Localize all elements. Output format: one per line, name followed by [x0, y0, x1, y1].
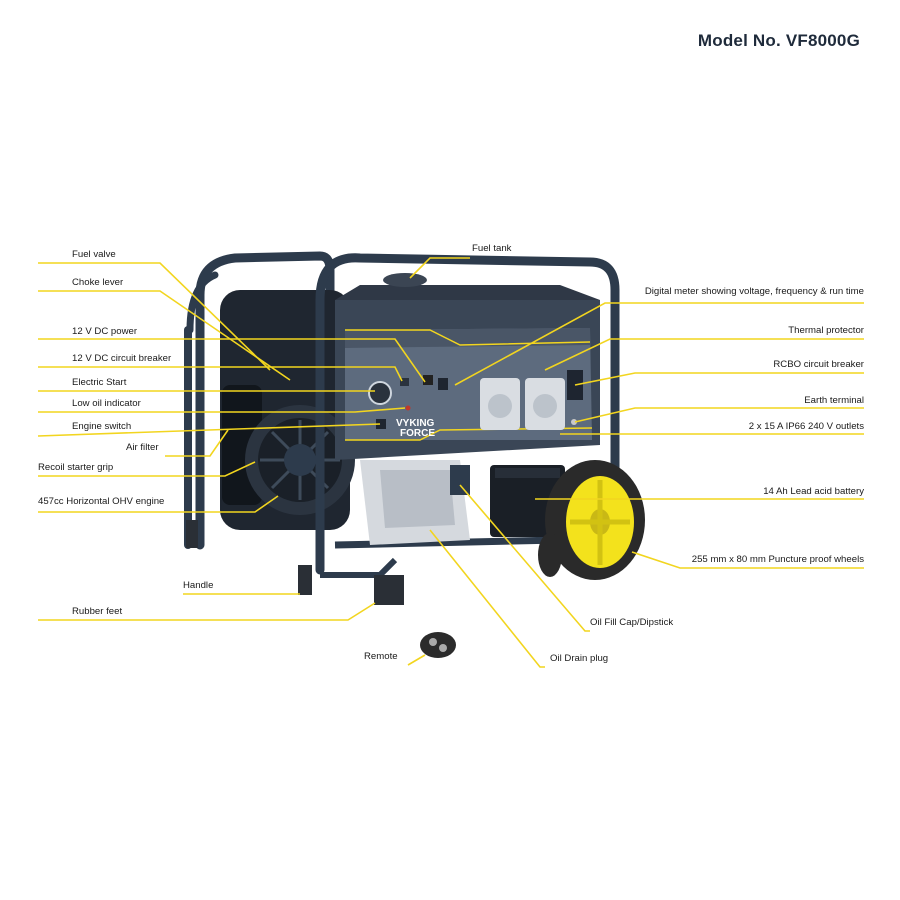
label-fuel-tank: Fuel tank	[472, 243, 512, 254]
label-thermal-protector: Thermal protector	[788, 325, 864, 336]
rubber-foot-2	[374, 575, 404, 605]
label-oil-fill: Oil Fill Cap/Dipstick	[590, 617, 674, 628]
label-recoil-grip: Recoil starter grip	[38, 462, 114, 473]
fuel-cap	[383, 273, 427, 287]
remote-control	[420, 632, 456, 658]
label-wheels: 255 mm x 80 mm Puncture proof wheels	[691, 554, 864, 565]
label-fuel-valve: Fuel valve	[72, 249, 116, 260]
label-digital-meter: Digital meter showing voltage, frequency…	[644, 286, 864, 297]
label-air-filter: Air filter	[126, 442, 159, 453]
digital-meter	[438, 378, 448, 390]
label-dc-power: 12 V DC power	[72, 326, 138, 337]
brand-logo-line1: VYKING	[396, 418, 435, 429]
label-low-oil: Low oil indicator	[72, 398, 141, 409]
label-choke-lever: Choke lever	[72, 277, 124, 288]
engine-switch	[376, 419, 386, 429]
label-oil-drain: Oil Drain plug	[550, 653, 609, 664]
rubber-foot-1	[298, 565, 312, 595]
generator-drawing: VYKING FORCE	[184, 251, 645, 658]
earth-terminal	[571, 419, 577, 425]
label-dc-breaker: 12 V DC circuit breaker	[72, 353, 172, 364]
low-oil-lamp	[405, 405, 411, 411]
dc-breaker-switch	[400, 378, 409, 386]
label-outlets: 2 x 15 A IP66 240 V outlets	[748, 421, 864, 432]
label-engine: 457cc Horizontal OHV engine	[38, 496, 165, 507]
dc-power-socket	[423, 375, 433, 385]
model-number: Model No. VF8000G	[697, 31, 860, 50]
label-battery: 14 Ah Lead acid battery	[763, 486, 864, 497]
leader-lines	[37, 257, 864, 668]
label-electric-start: Electric Start	[72, 377, 127, 388]
label-rubber-feet: Rubber feet	[72, 606, 123, 617]
label-handle: Handle	[183, 580, 214, 591]
label-engine-switch: Engine switch	[72, 421, 132, 432]
brand-logo-line2: FORCE	[400, 428, 435, 439]
label-rcbo-breaker: RCBO circuit breaker	[773, 359, 864, 370]
label-remote: Remote	[364, 651, 398, 662]
label-earth-terminal: Earth terminal	[804, 395, 864, 406]
electric-start-switch	[368, 381, 392, 405]
